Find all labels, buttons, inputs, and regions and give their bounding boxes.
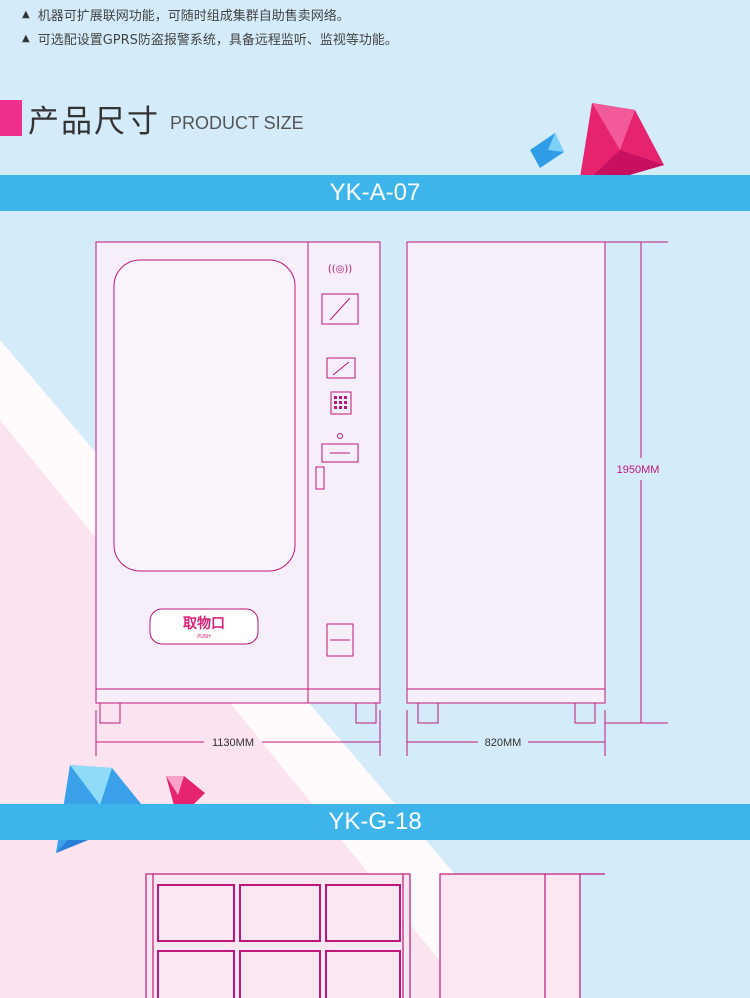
locker-door (239, 884, 321, 942)
depth-label: 820MM (485, 737, 522, 749)
pickup-sub: PUSH (197, 634, 211, 640)
model-band-1: YK-A-07 (0, 175, 750, 211)
locker-door (325, 884, 401, 942)
width-label: 1130MM (212, 737, 254, 749)
lock-icon (315, 466, 325, 490)
locker-door (239, 950, 321, 998)
foot-left (99, 702, 121, 724)
coin-slot-icon (321, 443, 359, 463)
locker-door (325, 950, 401, 998)
change-box-icon (326, 623, 354, 657)
locker-door (157, 950, 235, 998)
gem-blue-small (530, 133, 564, 168)
foot-right (355, 702, 377, 724)
triangle-bullet-icon: ▲ (22, 9, 30, 20)
side-body (406, 241, 606, 704)
height-label: 1950MM (617, 464, 660, 476)
model-band-2: YK-G-18 (0, 804, 750, 840)
card-reader-icon (326, 357, 356, 379)
pickup-label: 取物口 (183, 615, 225, 632)
feature-line-1: ▲ 机器可扩展联网功能，可随时组成集群自助售卖网络。 (22, 9, 350, 24)
feature-line-2: ▲ 可选配设置GPRS防盗报警系统，具备远程监听、监视等功能。 (22, 33, 398, 48)
section-title-cn: 产品尺寸 (28, 103, 160, 140)
keypad-icon (330, 391, 352, 415)
speaker-icon: ((◎)) (328, 264, 352, 275)
locker-body (145, 873, 411, 998)
triangle-bullet-icon: ▲ (22, 33, 30, 44)
locker-side (439, 873, 581, 998)
section-title: 产品尺寸 PRODUCT SIZE (0, 100, 304, 140)
title-accent-bar (0, 100, 22, 136)
section-title-en: PRODUCT SIZE (170, 112, 304, 133)
locker-door (157, 884, 235, 942)
display-window (113, 259, 296, 572)
keypad-dots (334, 396, 347, 409)
pickup-plate (149, 608, 259, 645)
screen-icon (321, 293, 359, 325)
